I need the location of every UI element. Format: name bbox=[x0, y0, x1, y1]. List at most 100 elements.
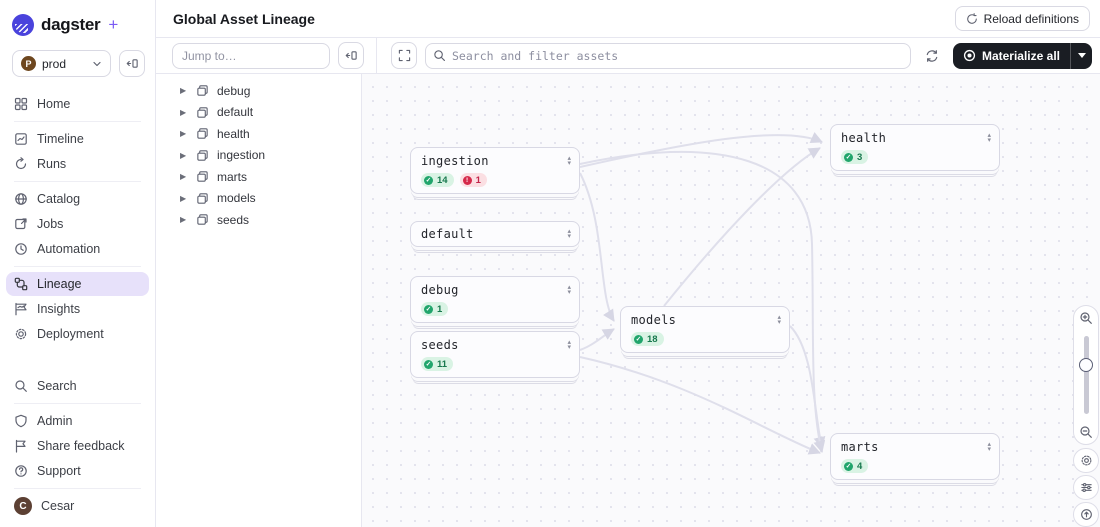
nav-label: Insights bbox=[37, 302, 81, 316]
graph-filters-button[interactable] bbox=[1073, 475, 1099, 500]
search-icon bbox=[434, 49, 445, 61]
sidebar-item-lineage[interactable]: Lineage bbox=[6, 272, 149, 296]
sidebar-item-support[interactable]: Support bbox=[6, 459, 149, 483]
sidebar-item-user[interactable]: C Cesar bbox=[6, 494, 149, 518]
jump-to-input[interactable] bbox=[172, 42, 330, 69]
success-icon: ✓ bbox=[634, 334, 643, 344]
group-node-marts[interactable]: marts ▴▾ ✓4 bbox=[830, 433, 1000, 480]
tree-group-models[interactable]: ▶ models bbox=[156, 188, 361, 210]
panel-collapse-icon bbox=[126, 59, 138, 68]
edge-ingestion-marts bbox=[579, 151, 826, 453]
deployment-icon bbox=[15, 328, 27, 340]
group-node-default[interactable]: default ▴▾ bbox=[410, 221, 580, 247]
group-node-ingestion[interactable]: ingestion ▴▾ ✓14 !1 bbox=[410, 147, 580, 194]
lineage-graph-canvas[interactable]: ingestion ▴▾ ✓14 !1 default ▴▾ debug bbox=[362, 74, 1100, 527]
refresh-graph-button[interactable] bbox=[919, 43, 945, 69]
materialized-count-badge: ✓4 bbox=[841, 459, 869, 473]
sidebar-item-home[interactable]: Home bbox=[6, 92, 149, 116]
divider bbox=[14, 181, 141, 182]
recenter-icon bbox=[1080, 509, 1092, 520]
sidebar-item-deployment[interactable]: Deployment bbox=[6, 322, 149, 346]
recenter-view-button[interactable] bbox=[1073, 502, 1099, 527]
materialize-all-button[interactable]: Materialize all bbox=[953, 49, 1070, 63]
tree-group-debug[interactable]: ▶ debug bbox=[156, 80, 361, 102]
success-icon: ✓ bbox=[424, 175, 433, 185]
materialized-count-badge: ✓11 bbox=[421, 357, 454, 371]
nav-label: Admin bbox=[37, 414, 73, 428]
materialize-options-button[interactable] bbox=[1070, 42, 1092, 69]
expand-group-icon[interactable]: ▴▾ bbox=[987, 441, 991, 453]
tree-group-default[interactable]: ▶ default bbox=[156, 102, 361, 124]
sidebar-item-share-feedback[interactable]: Share feedback bbox=[6, 434, 149, 458]
zoom-slider[interactable] bbox=[1079, 336, 1093, 414]
caret-right-icon[interactable]: ▶ bbox=[180, 150, 187, 160]
graph-settings-button[interactable] bbox=[1073, 448, 1099, 473]
materialized-count-badge: ✓18 bbox=[631, 332, 664, 346]
asset-search-input[interactable] bbox=[425, 42, 911, 69]
group-node-models[interactable]: models ▴▾ ✓18 bbox=[620, 306, 790, 353]
divider bbox=[14, 488, 141, 489]
tree-group-ingestion[interactable]: ▶ ingestion bbox=[156, 145, 361, 167]
tree-group-health[interactable]: ▶ health bbox=[156, 123, 361, 145]
caret-right-icon[interactable]: ▶ bbox=[180, 172, 187, 182]
zoom-out-icon[interactable] bbox=[1079, 425, 1093, 439]
sidebar-item-automation[interactable]: Automation bbox=[6, 237, 149, 261]
sidebar-item-admin[interactable]: Admin bbox=[6, 409, 149, 433]
tree-group-seeds[interactable]: ▶ seeds bbox=[156, 209, 361, 231]
catalog-icon bbox=[15, 193, 27, 205]
caret-right-icon[interactable]: ▶ bbox=[180, 215, 187, 225]
tree-group-marts[interactable]: ▶ marts bbox=[156, 166, 361, 188]
asset-group-icon bbox=[197, 171, 208, 182]
lineage-toolbar: Materialize all bbox=[156, 37, 1100, 74]
asset-group-icon bbox=[197, 193, 208, 204]
error-icon: ! bbox=[462, 175, 472, 185]
workspace-selector[interactable]: P prod bbox=[12, 50, 111, 77]
zoom-in-icon[interactable] bbox=[1079, 311, 1093, 325]
group-node-health[interactable]: health ▴▾ ✓3 bbox=[830, 124, 1000, 171]
expand-group-icon[interactable]: ▴▾ bbox=[567, 339, 571, 351]
expand-group-icon[interactable]: ▴▾ bbox=[777, 314, 781, 326]
caret-right-icon[interactable]: ▶ bbox=[180, 193, 187, 203]
zoom-slider-handle[interactable] bbox=[1079, 358, 1093, 372]
logo-plus-badge: + bbox=[108, 15, 119, 34]
reload-definitions-button[interactable]: Reload definitions bbox=[954, 6, 1090, 31]
asset-group-icon bbox=[197, 85, 208, 96]
sidebar-item-timeline[interactable]: Timeline bbox=[6, 127, 149, 151]
group-node-debug[interactable]: debug ▴▾ ✓1 bbox=[410, 276, 580, 323]
timeline-icon bbox=[15, 133, 27, 145]
home-icon bbox=[14, 97, 28, 111]
sidebar-item-jobs[interactable]: Jobs bbox=[6, 212, 149, 236]
caret-right-icon[interactable]: ▶ bbox=[180, 129, 187, 139]
fullscreen-button[interactable] bbox=[391, 42, 417, 69]
workspace-name: prod bbox=[42, 56, 67, 71]
nav-label: Automation bbox=[37, 242, 101, 256]
reload-icon bbox=[966, 12, 977, 24]
failed-count-badge: !1 bbox=[459, 173, 487, 187]
collapse-sidebar-button[interactable] bbox=[119, 50, 145, 77]
sidebar-item-search[interactable]: Search bbox=[6, 374, 149, 398]
logo: dagster + bbox=[0, 0, 155, 46]
divider bbox=[14, 121, 141, 122]
caret-right-icon[interactable]: ▶ bbox=[180, 107, 187, 117]
nav-label: Search bbox=[37, 379, 77, 393]
divider bbox=[14, 403, 141, 404]
expand-group-icon[interactable]: ▴▾ bbox=[567, 155, 571, 167]
edge-ingestion-models bbox=[579, 172, 615, 322]
sidebar-item-insights[interactable]: Insights bbox=[6, 297, 149, 321]
success-icon: ✓ bbox=[424, 359, 433, 369]
group-node-seeds[interactable]: seeds ▴▾ ✓11 bbox=[410, 331, 580, 378]
expand-group-icon[interactable]: ▴▾ bbox=[567, 284, 571, 296]
expand-group-icon[interactable]: ▴▾ bbox=[987, 132, 991, 144]
sidebar-item-catalog[interactable]: Catalog bbox=[6, 187, 149, 211]
asset-group-icon bbox=[197, 107, 208, 118]
expand-group-icon[interactable]: ▴▾ bbox=[567, 228, 571, 240]
caret-right-icon[interactable]: ▶ bbox=[180, 86, 187, 96]
collapse-tree-button[interactable] bbox=[338, 42, 364, 69]
panel-collapse-icon bbox=[345, 51, 357, 60]
sidebar-item-runs[interactable]: Runs bbox=[6, 152, 149, 176]
tree-group-label: models bbox=[217, 191, 256, 206]
tree-group-label: health bbox=[217, 126, 250, 141]
edge-seeds-models bbox=[579, 328, 615, 351]
nav-label: Jobs bbox=[37, 217, 64, 231]
